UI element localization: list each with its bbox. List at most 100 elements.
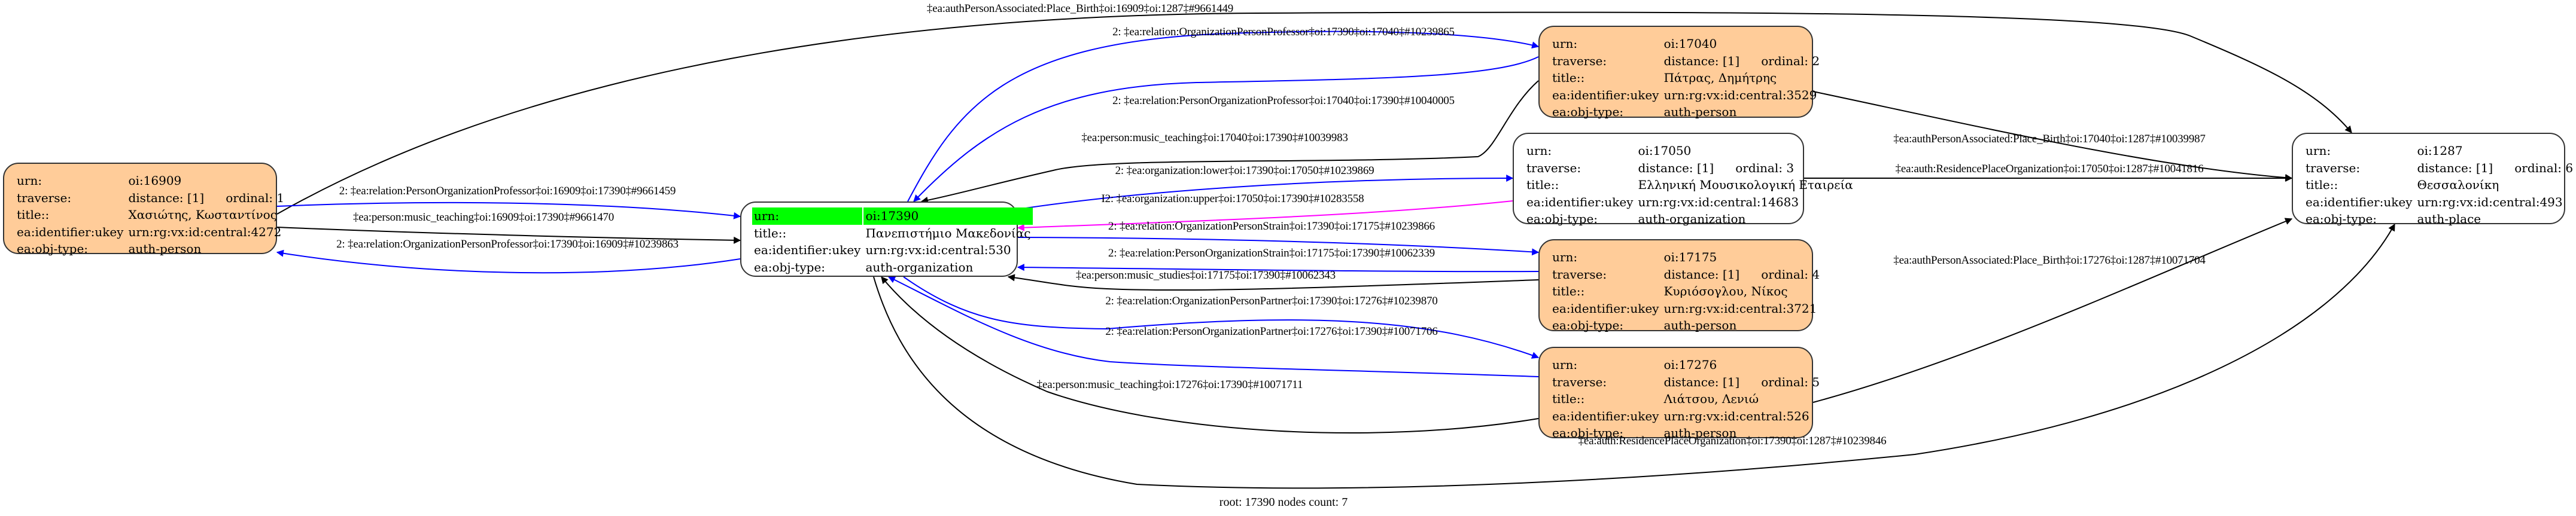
distance-value: distance: [1] — [1663, 53, 1740, 68]
edge-17390-to-17050[interactable] — [1017, 175, 1514, 210]
urn-value: oi:17175 — [1663, 250, 1717, 264]
type-value: auth-person — [1663, 426, 1737, 440]
edge-17040-to-17390[interactable] — [913, 56, 1539, 202]
edge-17390-to-1287[interactable] — [873, 223, 2395, 489]
row-urn: urn:oi:17276 — [1550, 356, 1821, 374]
row-title: title::Πανεπιστήμιο Μακεδονίας — [752, 225, 1033, 242]
urn-value: oi:17276 — [1663, 358, 1717, 372]
edge-label: 2: ‡ea:relation:PersonOrganizationProfes… — [1112, 94, 1455, 107]
field-key: urn: — [1526, 143, 1552, 158]
field-key: ea:obj-type: — [1552, 318, 1624, 332]
edge-17175-to-17390[interactable] — [1017, 264, 1539, 273]
edge-label: 2: ‡ea:relation:PersonOrganizationProfes… — [339, 185, 676, 197]
field-value: Κυριόσογλου, Νίκος — [1662, 283, 1821, 300]
field-value: oi:1287 — [2415, 142, 2575, 160]
edge-17390-to-16909[interactable] — [276, 249, 741, 274]
ukey-value: urn:rg:vx:id:central:526 — [1663, 408, 1809, 423]
field-key: traverse: — [17, 190, 72, 205]
field-key: ea:obj-type: — [1552, 105, 1624, 119]
edge-label: ‡ea:person:music_studies‡oi:17175‡oi:173… — [1076, 269, 1336, 282]
edge-17050-to-17390[interactable] — [1017, 200, 1513, 231]
row-traverse: traverse: distance: [1] ordinal: 1 — [15, 190, 286, 207]
title-value: Κυριόσογλου, Νίκος — [1663, 284, 1788, 298]
field-value: Πανεπιστήμιο Μακεδονίας — [863, 225, 1032, 242]
field-key: ea:obj-type: — [1552, 426, 1624, 440]
edge-label: 2: ‡ea:organization:lower‡oi:17390‡oi:17… — [1115, 164, 1374, 177]
edge-label: ‡ea:authPersonAssociated:Place_Birth‡oi:… — [1893, 254, 2206, 267]
ukey-value: urn:rg:vx:id:central:3721 — [1663, 301, 1817, 316]
ordinal-value: ordinal: 2 — [1761, 53, 1820, 68]
ordinal-value: ordinal: 6 — [2514, 160, 2574, 175]
field-key: ea:identifier:ukey — [1552, 87, 1659, 102]
ordinal-value: ordinal: 5 — [1761, 374, 1820, 389]
edge-17276-to-1287[interactable] — [1812, 218, 2293, 403]
row-title: title::Λιάτσου, Λενιώ — [1550, 390, 1821, 408]
field-key: title:: — [1552, 392, 1585, 406]
title-value: Ελληνική Μουσικολογική Εταιρεία — [1638, 178, 1853, 192]
field-value: auth-person — [1662, 425, 1821, 442]
graph-caption: root: 17390 nodes count: 7 — [1219, 496, 1348, 509]
row-title: title::Κυριόσογλου, Νίκος — [1550, 283, 1821, 300]
field-value: distance: [1]ordinal: 3 — [1636, 160, 1854, 177]
distance-value: distance: [1] — [1663, 267, 1740, 282]
distance-value: distance: [1] — [1663, 374, 1740, 389]
edge-17175-to-17390[interactable] — [1007, 274, 1539, 291]
row-urn: urn:oi:17390 — [752, 207, 1033, 225]
urn-value: oi:17050 — [1638, 143, 1692, 158]
field-value: urn:rg:vx:id:central:493 — [2415, 194, 2575, 211]
edge-17390-to-17276[interactable] — [903, 276, 1540, 359]
row-traverse: traverse: distance: [1]ordinal: 6 — [2304, 160, 2575, 177]
edge-label: ‡ea:authPersonAssociated:Place_Birth‡oi:… — [926, 2, 1234, 15]
title-value: Χασιώτης, Κωσταντίνος — [128, 207, 277, 222]
edge-17040-to-17390[interactable] — [920, 80, 1539, 204]
field-value: Ελληνική Μουσικολογική Εταιρεία — [1636, 176, 1854, 194]
edge-label: ‡ea:auth:ResidencePlaceOrganization‡oi:1… — [1895, 163, 2204, 175]
field-key: traverse: — [2306, 160, 2361, 175]
edge-label: 2: ‡ea:relation:OrganizationPersonStrain… — [1108, 220, 1435, 233]
row-type: ea:obj-type:auth-person — [1550, 317, 1821, 334]
field-value: oi:17390 — [863, 207, 1033, 225]
row-type: ea:obj-type:auth-place — [2304, 210, 2575, 228]
edge-label: 2: ‡ea:relation:PersonOrganizationPartne… — [1105, 325, 1438, 338]
edge-16909-to-17390[interactable] — [276, 227, 741, 244]
edge-16909-to-1287[interactable] — [276, 11, 2352, 215]
field-value: urn:rg:vx:id:central:526 — [1662, 408, 1821, 425]
field-value: Χασιώτης, Κωσταντίνος — [126, 206, 286, 224]
edge-17390-to-17175[interactable] — [1017, 237, 1540, 256]
field-value: Θεσσαλονίκη — [2415, 176, 2575, 194]
row-urn: urn:oi:17040 — [1550, 35, 1821, 53]
edge-17390-to-17040[interactable] — [907, 30, 1540, 202]
row-traverse: traverse:distance: [1]ordinal: 5 — [1550, 374, 1821, 391]
edge-17276-to-17390[interactable] — [887, 276, 1539, 377]
field-value: distance: [1]ordinal: 6 — [2415, 160, 2575, 177]
row-urn: urn:oi:1287 — [2304, 142, 2575, 160]
row-type: ea:obj-type:auth-person — [1550, 103, 1821, 121]
field-key: urn: — [1552, 250, 1578, 264]
title-value: Λιάτσου, Λενιώ — [1663, 392, 1759, 406]
field-value: distance: [1] ordinal: 4 — [1662, 266, 1821, 283]
field-value: distance: [1] ordinal: 5 — [1662, 374, 1821, 391]
distance-value: distance: [1] — [128, 190, 205, 205]
edge-17276-to-17390[interactable] — [881, 276, 1539, 433]
field-key: title:: — [754, 225, 787, 240]
field-value: oi:17175 — [1662, 249, 1821, 266]
title-value: Πανεπιστήμιο Μακεδονίας — [865, 225, 1031, 240]
row-title: title::Πάτρας, Δημήτρης — [1550, 69, 1821, 87]
ordinal-value: ordinal: 4 — [1761, 267, 1820, 282]
edge-16909-to-17390[interactable] — [276, 201, 741, 219]
edge-label: ‡ea:person:music_teaching‡oi:16909‡oi:17… — [352, 211, 615, 224]
ordinal-value: ordinal: 1 — [226, 190, 285, 205]
edge-17040-to-1287[interactable] — [1812, 91, 2293, 182]
